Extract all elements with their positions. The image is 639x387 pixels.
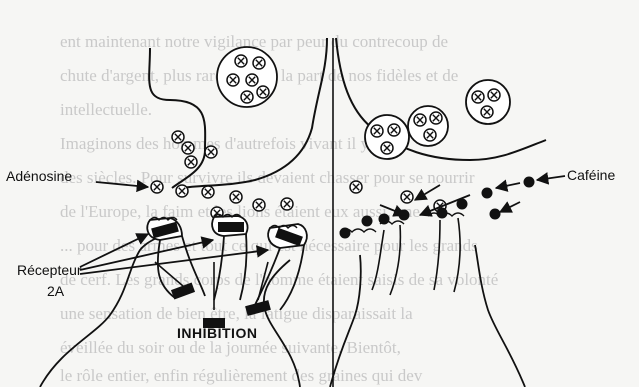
- neurotransmitter-vesicle: [151, 181, 163, 193]
- neurotransmitter-vesicle: [202, 186, 214, 198]
- right-postsynaptic-membrane: [330, 255, 361, 387]
- neurotransmitter-vesicle: [185, 156, 197, 168]
- neurotransmitter-vesicle: [414, 114, 426, 126]
- neurotransmitter-vesicle: [230, 191, 242, 203]
- neurotransmitter-vesicle: [172, 131, 184, 143]
- neurotransmitter-vesicle: [488, 89, 500, 101]
- receptor-2a: [147, 218, 205, 299]
- caffeine-label: Caféine: [567, 167, 615, 183]
- right-receptor-stalk: [434, 218, 460, 292]
- neurotransmitter-vesicle: [481, 106, 493, 118]
- neurotransmitter-vesicle: [371, 125, 383, 137]
- receptor-label: Récepteur: [17, 262, 82, 278]
- neurotransmitter-vesicle: [253, 199, 265, 211]
- neurotransmitter-vesicle: [253, 57, 265, 69]
- left-presynaptic-membrane: [149, 48, 205, 188]
- neurotransmitter-vesicle: [472, 91, 484, 103]
- neurotransmitter-vesicle: [430, 112, 442, 124]
- adenosine-pointer-arrow: [96, 182, 148, 187]
- inhibition-label: INHIBITION: [177, 325, 257, 341]
- neurotransmitter-vesicle: [401, 191, 413, 203]
- left-postsynaptic-membrane-right: [264, 260, 300, 387]
- right-postsynaptic-membrane-right: [475, 245, 525, 387]
- neurotransmitter-vesicle: [227, 74, 239, 86]
- neurotransmitter-vesicle: [424, 129, 436, 141]
- neurotransmitter-vesicle: [182, 142, 194, 154]
- neurotransmitter-vesicle: [257, 86, 269, 98]
- neurotransmitter-vesicle: [381, 142, 393, 154]
- right-receptor-stalk: [372, 225, 400, 295]
- neurotransmitter-vesicle: [205, 146, 217, 158]
- neurotransmitter-vesicle: [176, 185, 188, 197]
- receptor-type-label: 2A: [47, 283, 64, 299]
- neurotransmitter-vesicle: [350, 181, 362, 193]
- neurotransmitter-vesicle: [281, 198, 293, 210]
- neurotransmitter-vesicle: [241, 91, 253, 103]
- adenosine-label: Adénosine: [6, 168, 72, 184]
- neurotransmitter-vesicle: [235, 55, 247, 67]
- neurotransmitter-vesicle: [388, 124, 400, 136]
- neurotransmitter-vesicle: [246, 74, 258, 86]
